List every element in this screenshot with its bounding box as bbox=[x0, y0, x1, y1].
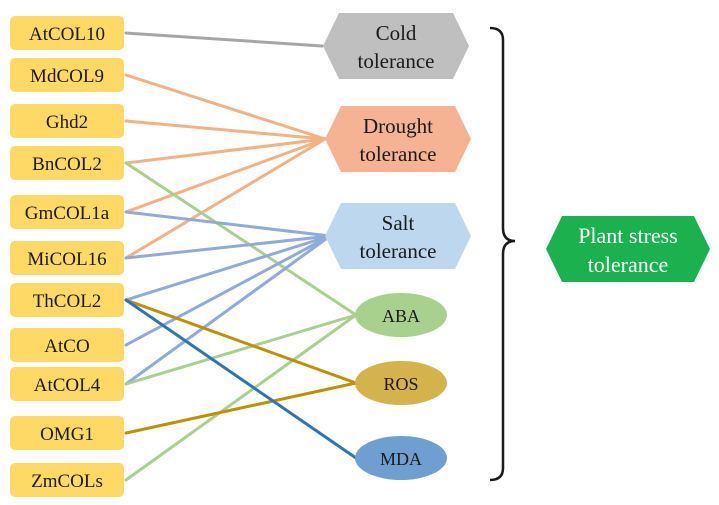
gene-node-ghd2: Ghd2 bbox=[10, 104, 124, 138]
gene-box bbox=[10, 241, 124, 275]
factor-node-ros: ROS bbox=[355, 361, 447, 405]
outcome-label-line: tolerance bbox=[588, 252, 669, 277]
gene-node-gmcol1a: GmCOL1a bbox=[10, 195, 124, 229]
edge-omg1-to-ros bbox=[124, 381, 358, 435]
edge-atcol4-to-aba bbox=[124, 313, 358, 386]
outcome-label-line: Plant stress bbox=[578, 223, 678, 248]
category-hexagon bbox=[323, 13, 469, 79]
factor-ellipse bbox=[355, 436, 447, 480]
edge-bncol2-to-aba bbox=[124, 161, 358, 317]
gene-node-thcol2: ThCOL2 bbox=[10, 283, 124, 317]
gene-box bbox=[10, 195, 124, 229]
category-node-drought: Drought tolerance bbox=[325, 106, 471, 172]
factor-label: ABA bbox=[382, 306, 420, 326]
gene-node-micol16: MiCOL16 bbox=[10, 241, 124, 275]
gene-box bbox=[10, 463, 124, 497]
edges-layer bbox=[124, 31, 358, 482]
edge-atcol4-to-salt bbox=[124, 234, 332, 386]
edge-thcol2-to-ros bbox=[124, 298, 358, 385]
gene-label: Ghd2 bbox=[46, 112, 88, 133]
edge-mdcol9-to-drought bbox=[124, 73, 327, 141]
category-hexagon bbox=[325, 203, 471, 269]
edge-micol16-to-salt bbox=[124, 234, 332, 260]
gene-label: ZmCOLs bbox=[31, 471, 103, 492]
gene-label: OMG1 bbox=[40, 424, 94, 445]
grouping-brace bbox=[489, 26, 516, 482]
factor-node-aba: ABA bbox=[355, 293, 447, 337]
outcome-hexagon bbox=[546, 216, 710, 282]
gene-box bbox=[10, 16, 124, 50]
factor-label: MDA bbox=[380, 449, 422, 469]
gene-box bbox=[10, 367, 124, 401]
edge-atco-to-salt bbox=[124, 234, 332, 347]
gene-node-mdcol9: MdCOL9 bbox=[10, 58, 124, 92]
gene-box bbox=[10, 146, 124, 180]
factor-node-mda: MDA bbox=[355, 436, 447, 480]
gene-label: AtCOL10 bbox=[29, 24, 105, 45]
category-node-salt: Salt tolerance bbox=[325, 203, 471, 269]
outcome-node: Plant stress tolerance bbox=[546, 216, 710, 282]
edge-ghd2-to-drought bbox=[124, 119, 327, 141]
factor-ellipse bbox=[355, 293, 447, 337]
gene-node-atco: AtCO bbox=[10, 328, 124, 362]
gene-label: GmCOL1a bbox=[25, 203, 110, 224]
gene-label: ThCOL2 bbox=[33, 291, 102, 312]
gene-box bbox=[10, 283, 124, 317]
category-label-line: tolerance bbox=[360, 239, 437, 263]
gene-label: MiCOL16 bbox=[27, 249, 106, 270]
gene-box bbox=[10, 58, 124, 92]
category-label-line: tolerance bbox=[358, 49, 435, 73]
category-label-line: Drought bbox=[363, 114, 433, 138]
gene-node-omg1: OMG1 bbox=[10, 416, 124, 450]
gene-node-zmcols: ZmCOLs bbox=[10, 463, 124, 497]
category-label-line: Salt bbox=[382, 211, 415, 235]
edge-thcol2-to-mda bbox=[124, 298, 358, 460]
gene-box bbox=[10, 328, 124, 362]
edge-atcol10-to-cold bbox=[124, 31, 324, 48]
gene-node-bncol2: BnCOL2 bbox=[10, 146, 124, 180]
edge-gmcol1a-to-salt bbox=[124, 210, 332, 238]
gene-node-atcol10: AtCOL10 bbox=[10, 16, 124, 50]
category-label-line: tolerance bbox=[360, 142, 437, 166]
category-node-cold: Cold tolerance bbox=[323, 13, 469, 79]
gene-label: AtCO bbox=[44, 336, 89, 357]
edge-bncol2-to-drought bbox=[124, 137, 327, 165]
factor-ellipse bbox=[355, 361, 447, 405]
gene-label: BnCOL2 bbox=[32, 154, 102, 175]
edge-zmcols-to-aba bbox=[124, 313, 358, 482]
category-hexagon bbox=[325, 106, 471, 172]
category-label-line: Cold bbox=[376, 21, 417, 45]
gene-box bbox=[10, 104, 124, 138]
factors-layer: ABA ROS MDA bbox=[355, 293, 447, 480]
gene-label: AtCOL4 bbox=[34, 375, 101, 396]
edge-micol16-to-drought bbox=[124, 137, 327, 260]
gene-node-atcol4: AtCOL4 bbox=[10, 367, 124, 401]
categories-layer: ColdtoleranceDroughttoleranceSalttoleran… bbox=[323, 13, 471, 269]
factor-label: ROS bbox=[383, 374, 418, 394]
edge-gmcol1a-to-drought bbox=[124, 137, 327, 214]
genes-layer: AtCOL10MdCOL9Ghd2BnCOL2GmCOL1aMiCOL16ThC… bbox=[10, 16, 124, 497]
gene-label: MdCOL9 bbox=[30, 66, 104, 87]
edge-thcol2-to-salt bbox=[124, 234, 332, 302]
gene-box bbox=[10, 416, 124, 450]
